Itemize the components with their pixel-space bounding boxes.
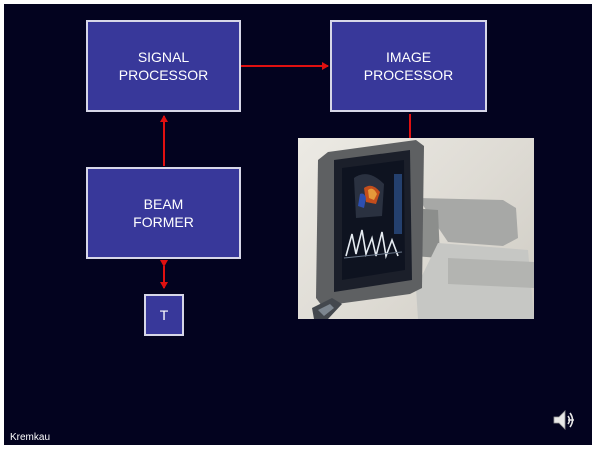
transducer-label: T	[159, 307, 169, 323]
connector-arrows	[160, 62, 411, 289]
image-processor-line-1: IMAGE	[385, 49, 432, 65]
ultrasound-display-photo	[298, 138, 534, 319]
beam-former-box: BEAM FORMER	[86, 167, 241, 259]
signal-processor-line-1: SIGNAL	[137, 49, 190, 65]
signal-processor-line-2: PROCESSOR	[118, 67, 209, 83]
speaker-icon[interactable]	[552, 408, 576, 432]
beam-former-line-1: BEAM	[143, 196, 184, 212]
credit-label: Kremkau	[10, 432, 51, 443]
transducer-box: T	[144, 294, 184, 336]
signal-processor-box: SIGNAL PROCESSOR	[86, 20, 241, 112]
beam-former-line-2: FORMER	[133, 214, 194, 230]
image-processor-box: IMAGE PROCESSOR	[330, 20, 487, 112]
image-processor-line-2: PROCESSOR	[363, 67, 454, 83]
slide: SIGNAL PROCESSOR IMAGE PROCESSOR BEAM FO…	[4, 4, 592, 445]
